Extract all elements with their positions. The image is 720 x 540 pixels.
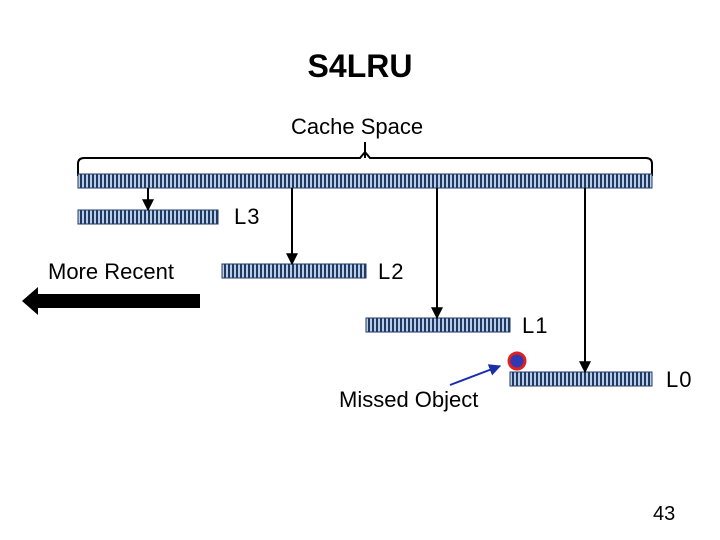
slide-title: S4LRU: [307, 48, 413, 84]
cache-space-label: Cache Space: [291, 114, 424, 139]
level-label-l1: L1: [522, 313, 549, 338]
level-label-l3: L3: [234, 204, 261, 229]
level-bar-l1: [365, 317, 511, 333]
level-label-l0: L0: [666, 367, 693, 392]
page-number: 43: [653, 503, 676, 525]
missed-object-arrow: [449, 364, 502, 386]
missed-object-label: Missed Object: [339, 387, 479, 412]
level-bar-l0: [509, 371, 653, 387]
level-bar-l2: [221, 263, 367, 279]
level-label-l2: L2: [378, 259, 405, 284]
cache-space-bar: [77, 173, 653, 189]
more-recent-label: More Recent: [48, 259, 174, 284]
more-recent-arrow: [22, 287, 200, 315]
missed-object-icon: [507, 351, 527, 371]
level-bar-l3: [77, 209, 219, 225]
